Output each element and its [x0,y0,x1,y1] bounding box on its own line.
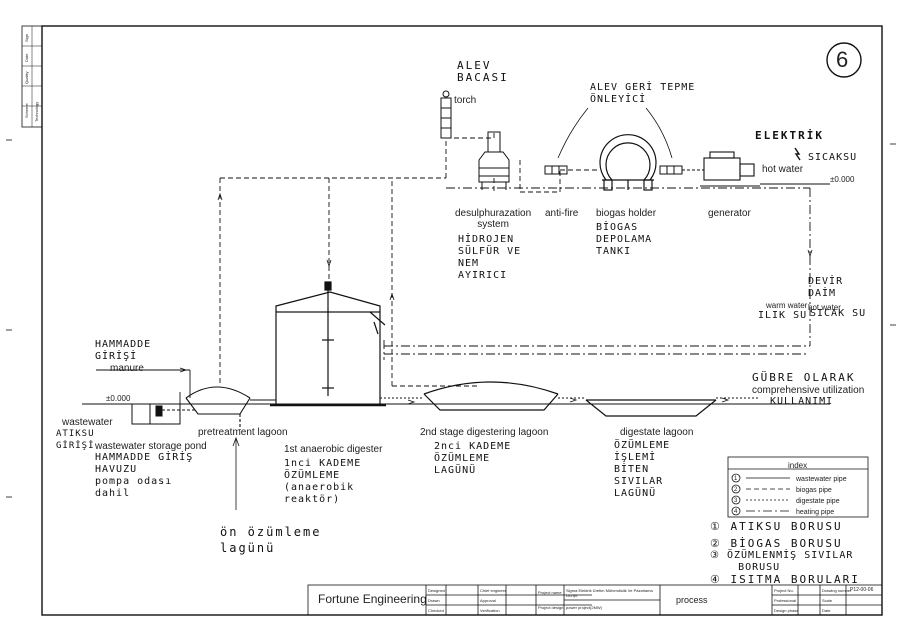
side-strip-date: Date [24,53,29,62]
kullanim-label: KULLANIMI [770,396,834,407]
generator-shape [682,147,830,187]
hammadde-havuz-label: HAMMADDE GİRİŞ HAVUZU pompa odası dahil [95,452,194,499]
side-strip-scheme: Scheme [24,103,29,118]
gubre-label: GÜBRE OLARAK [752,371,856,384]
ww-storage-label: wastewater storage pond [95,441,207,452]
index-item-2: biogas pipe [796,487,832,494]
index-num-2: 2 [734,487,738,493]
tb-project: power project(2MW) [566,605,603,610]
tb-company-cn: Sigma Elektrik Üretim Mühendislik Ve Paz… [566,588,653,598]
tb-scale: Scale [822,598,833,603]
tb-approval: Approval [480,598,496,603]
sicaksu-top-label: SICAKSU [808,152,858,163]
torch-shape [440,90,452,139]
tb-designed: Designed [428,588,445,593]
hot-water-mid-label: hot water [808,303,841,312]
atiksu-label: ATIKSU GİRİŞİ [56,429,95,451]
alev-geri-label: ALEV GERİ TEPME ÖNLEYİCİ [590,82,696,105]
level-left-label: ±0.000 [106,394,131,403]
second-tr-label: 2nci KADEME ÖZÜMLEME LAGÜNÜ [434,441,512,476]
torch-label: torch [454,95,477,106]
sheet-number: 6 [836,47,849,72]
wastewater-label: wastewater [62,417,113,428]
flow-arrows [179,192,813,405]
legend-tr-1: ① ATIKSU BORUSU [710,520,843,533]
tb-checked: Checked [428,608,444,613]
first-digester-label: 1st anaerobic digester [284,444,383,455]
side-strip-technology: Technology [34,101,39,122]
side-strip-sign: Sign [24,33,29,42]
tb-project-design: Project design [538,605,564,610]
index-num-3: 3 [734,498,738,504]
biogas-holder-shape [599,134,657,191]
company-name: Fortune Engineering [318,592,427,606]
wastewater-storage-pond-shape [131,403,195,425]
tb-chief-engineer: Chief engineer [480,588,507,593]
hot-water-top-label: hot water [762,164,804,175]
index-num-4: 4 [734,509,738,515]
biogas-tr-label: BİOGAS DEPOLAMA TANKI [596,222,653,257]
level-top-label: ±0.000 [830,175,855,184]
index-box [727,456,869,518]
pretreat-label: pretreatment lagoon [198,427,288,438]
index-title: index [788,461,808,470]
tb-drawn: Drawn [428,598,440,603]
index-item-4: heating pipe [796,509,835,516]
manure-label: manure [110,363,144,374]
second-stage-label: 2nd stage digestering lagoon [420,427,549,438]
desulphurization-tower-shape [478,131,510,190]
biogas-holder-label: biogas holder [596,208,657,219]
ilik-su-label: ILIK SU [758,310,808,321]
aleva-bacasi-label: ALEV BACASI [457,59,509,84]
warm-water-label: warm water [766,301,808,310]
anti-fire-label: anti-fire [545,208,579,219]
sicak-su-mid-label: SICAK SU [810,308,867,319]
desulph-tr-label: HİDROJEN SÜLFÜR VE NEM AYIRICI [458,234,522,281]
tb-professional: Professional [774,598,797,603]
comprehensive-label: comprehensive utilization [752,385,865,396]
hammadde-label: HAMMADDE GİRİŞİ [95,339,152,362]
digestate-tr-label: ÖZÜMLEME İŞLEMİ BİTEN SIVILAR LAGÜNÜ [614,440,671,499]
wastewater-pipe-lines [96,369,276,404]
index-item-1: wastewater pipe [796,476,847,483]
tb-date: Date [822,608,831,613]
tb-verification: Verification [480,608,500,613]
desulph-label: desulphurazation system [455,208,532,230]
devir-daim-label: DEVİR DAİM [808,276,844,299]
process-label: process [676,595,708,605]
tb-drawing-number: Drawing number [822,588,852,593]
on-ozumleme-label: ön özümleme lagünü [220,525,322,555]
index-num-1: 1 [734,476,738,482]
tb-project-no: Project No. [774,588,794,593]
title-block-grid [307,584,883,616]
pretreatment-lagoon-shape [185,386,251,430]
tb-design-phase: Design phase [774,608,799,613]
sheet-number-circle [826,42,862,78]
first-tr-label: 1nci KADEME ÖZÜMLEME (anaerobik reaktör) [284,458,362,505]
legend-tr-2: ② BİOGAS BORUSU [710,537,843,550]
legend-tr-3: ③ ÖZÜMLENMİŞ SIVILAR BORUSU [710,550,854,573]
digestate-lagoon-shape [585,399,717,417]
generator-label: generator [708,208,751,219]
tb-drawing-code: P12-00-06 [850,587,874,593]
second-stage-lagoon-shape [423,381,559,411]
tb-project-name: Project name [538,590,562,595]
index-item-3: digestate pipe [796,498,840,505]
annotation-arrows [232,107,673,510]
biogas-pipe-lines [219,130,600,387]
elektrik-label: ELEKTRİK [755,129,824,142]
side-strip-quality: Quality [24,71,29,84]
digestate-label: digestate lagoon [620,427,694,438]
digester-tank-shape [270,281,386,407]
legend-tr-4: ④ ISITMA BORULARI [710,573,860,586]
